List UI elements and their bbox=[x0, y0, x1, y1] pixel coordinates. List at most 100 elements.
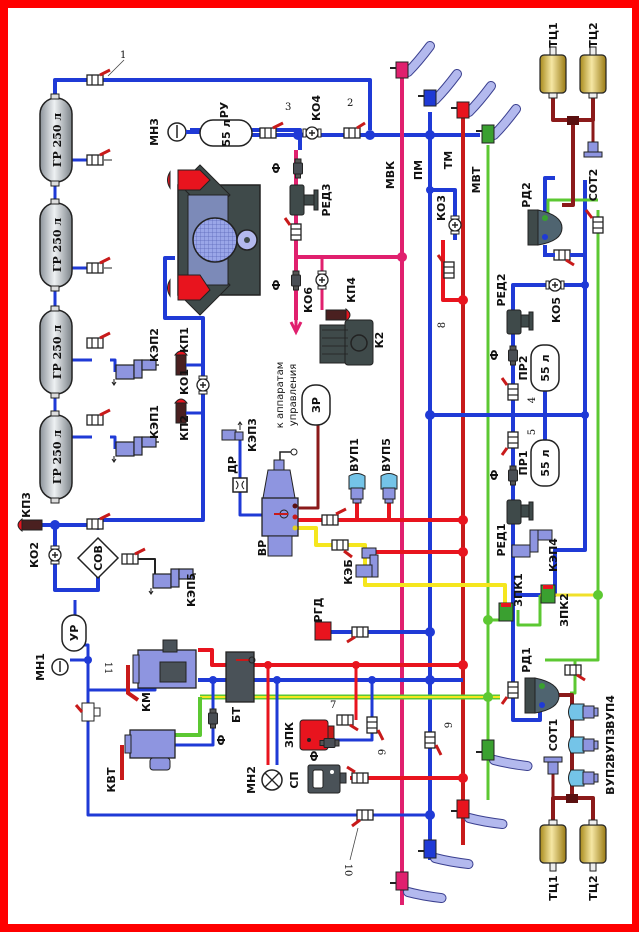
brake-cylinder-tc1-top bbox=[539, 46, 567, 99]
valve-8 bbox=[436, 254, 455, 279]
tc1-label: ТЦ1 bbox=[547, 22, 560, 47]
brake-cylinder-tc1-bottom bbox=[539, 819, 567, 872]
mn3-label: МН3 bbox=[148, 118, 161, 146]
end-cock-mvt[interactable] bbox=[476, 109, 516, 144]
mn1-label: МН1 bbox=[34, 653, 47, 681]
compressor-k2 bbox=[319, 319, 374, 366]
check-valve-ko1 bbox=[196, 375, 210, 395]
drain-valve-kep4 bbox=[511, 529, 553, 558]
rd2-label: РД2 bbox=[520, 182, 533, 208]
bt-label: БТ bbox=[230, 707, 243, 723]
ko4-label: КО4 bbox=[310, 95, 323, 121]
valve-vr-yellow bbox=[331, 539, 353, 559]
valve-2 bbox=[343, 121, 366, 139]
km-label: КМ bbox=[140, 692, 153, 712]
tc2-label: ТЦ2 bbox=[587, 875, 600, 900]
callout-10: 10 bbox=[342, 864, 353, 877]
safety-valve-kp4 bbox=[325, 307, 351, 323]
main-line-pipes bbox=[30, 70, 600, 905]
reservoir-pr2: 55 л bbox=[530, 344, 560, 392]
drain-valve-kep1 bbox=[111, 436, 160, 463]
zpk1-label: ЗПК1 bbox=[512, 573, 525, 607]
callout-7: 7 bbox=[330, 700, 336, 711]
pneumatic-schematic: ГР 250 л ГР 250 л ГР 250 л ГР 250 л 1 КЭ… bbox=[17, 22, 617, 924]
pm-label: ПМ bbox=[412, 160, 425, 180]
check-valve-ko5 bbox=[545, 278, 565, 292]
vup4-label: ВУП4 bbox=[604, 695, 617, 729]
mvk-label: МВК bbox=[384, 161, 397, 189]
valve-red3-outlet bbox=[283, 217, 302, 241]
main-reservoir-2: ГР 250 л bbox=[39, 198, 73, 292]
callout-11: 11 bbox=[102, 662, 113, 675]
kep5-label: КЭП5 bbox=[185, 573, 198, 607]
rd1-label: РД1 bbox=[520, 647, 533, 673]
svg-text:ЗР: ЗР bbox=[310, 397, 323, 413]
end-cock-mvt-bottom[interactable] bbox=[476, 739, 528, 779]
junction-markers bbox=[50, 130, 603, 820]
valve-9 bbox=[424, 731, 443, 756]
pressure-governor-rgd bbox=[314, 621, 332, 641]
pr1-label: ПР1 bbox=[517, 451, 530, 476]
vup2-valve bbox=[568, 769, 599, 787]
main-reservoir-4: ГР 250 л bbox=[39, 410, 73, 504]
vr-label: ВР bbox=[256, 540, 269, 556]
end-cock-tm[interactable] bbox=[451, 86, 491, 119]
brake-block-bt bbox=[225, 651, 256, 703]
check-valve-ko6 bbox=[315, 270, 329, 290]
valve-rd2-green bbox=[584, 209, 604, 234]
sot2-device bbox=[583, 141, 603, 158]
main-reservoir-3: ГР 250 л bbox=[39, 305, 73, 399]
end-cock-mvk-bottom[interactable] bbox=[390, 871, 442, 911]
to-control-label-2: управления bbox=[288, 364, 299, 426]
end-cock-pm-bottom[interactable] bbox=[418, 839, 469, 877]
ko5-label: КО5 bbox=[550, 297, 563, 323]
end-cock-pm[interactable] bbox=[418, 74, 457, 107]
ko2-label: КО2 bbox=[28, 542, 41, 568]
end-cock-tm-bottom[interactable] bbox=[451, 799, 503, 837]
svg-text:УР: УР bbox=[68, 625, 81, 642]
valve-11 bbox=[74, 702, 101, 722]
reservoir-zr: ЗР bbox=[301, 384, 331, 426]
pressure-reducer-red1 bbox=[506, 499, 534, 525]
valve-5 bbox=[500, 431, 519, 456]
valve-rd2-blue bbox=[553, 249, 575, 267]
filter-icon bbox=[291, 270, 301, 291]
driver-crane-km[interactable] bbox=[126, 639, 197, 702]
red1-label: РЕД1 bbox=[495, 523, 508, 556]
safety-valve-kp2 bbox=[173, 398, 189, 424]
valve-zpk2 bbox=[540, 584, 556, 604]
pressure-reducer-red2 bbox=[506, 309, 534, 335]
ru-label: РУ bbox=[218, 101, 231, 118]
ko6-label: КО6 bbox=[302, 287, 315, 313]
pressure-reducer-red3 bbox=[289, 184, 319, 216]
drain-valve-keb bbox=[355, 547, 379, 578]
rgd-label: РГД bbox=[312, 597, 325, 622]
valve-vr-red bbox=[321, 507, 347, 526]
valve-4 bbox=[500, 377, 519, 401]
callout-2: 2 bbox=[347, 98, 353, 109]
kep2-label: КЭП2 bbox=[148, 328, 161, 362]
kep4-label: КЭП4 bbox=[547, 538, 560, 572]
filter-label: Ф bbox=[270, 162, 283, 173]
drain-valve-kep3 bbox=[221, 421, 244, 441]
valve-zpk1 bbox=[498, 602, 514, 622]
valve-rd1-green bbox=[564, 664, 586, 682]
zpk2-label: ЗПК2 bbox=[558, 593, 571, 627]
tee-junction bbox=[567, 116, 579, 125]
vup3-label: ВУП3 bbox=[604, 728, 617, 762]
compressor bbox=[167, 164, 261, 316]
vup5-valve bbox=[380, 473, 398, 504]
drain-valves bbox=[86, 68, 146, 565]
zpk-label: ЗПК bbox=[283, 722, 296, 748]
kep1-label: КЭП1 bbox=[148, 405, 161, 439]
svg-text:СОВ: СОВ bbox=[92, 545, 105, 571]
callout-1: 1 bbox=[120, 50, 126, 61]
end-cock-mvk[interactable] bbox=[390, 46, 430, 79]
to-control-label: к аппаратам bbox=[275, 362, 286, 429]
safety-valve-kp3 bbox=[17, 517, 43, 533]
valve-7 bbox=[336, 714, 359, 732]
callout-3: 3 bbox=[285, 102, 291, 113]
check-valve-ko3 bbox=[448, 215, 462, 235]
sp-label: СП bbox=[288, 771, 301, 788]
auxiliary-crane-kvt[interactable] bbox=[120, 729, 176, 780]
